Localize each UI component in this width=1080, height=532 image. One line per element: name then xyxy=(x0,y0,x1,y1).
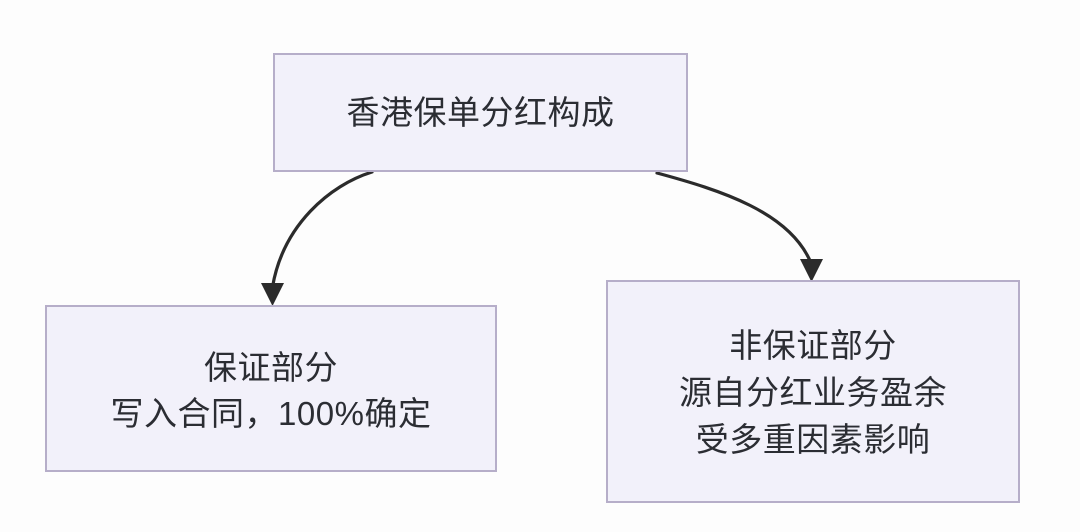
node-nonguaranteed-line-2: 源自分红业务盈余 xyxy=(679,374,947,411)
node-root[interactable]: 香港保单分红构成 xyxy=(273,53,688,172)
edge-root-to-guaranteed xyxy=(270,170,374,289)
node-nonguaranteed-line-3: 受多重因素影响 xyxy=(695,421,931,458)
node-nonguaranteed[interactable]: 非保证部分 源自分红业务盈余 受多重因素影响 xyxy=(606,280,1020,503)
edge-root-to-guaranteed-arrowhead xyxy=(261,283,284,306)
node-guaranteed[interactable]: 保证部分 写入合同，100%确定 xyxy=(45,305,497,472)
edge-root-to-nonguaranteed-arrowhead xyxy=(800,259,823,282)
node-guaranteed-line-2: 写入合同，100%确定 xyxy=(110,394,432,432)
node-root-line-1: 香港保单分红构成 xyxy=(346,93,615,131)
node-guaranteed-line-1: 保证部分 xyxy=(204,348,338,386)
edge-root-to-nonguaranteed xyxy=(655,171,813,265)
node-nonguaranteed-line-1: 非保证部分 xyxy=(729,327,897,364)
